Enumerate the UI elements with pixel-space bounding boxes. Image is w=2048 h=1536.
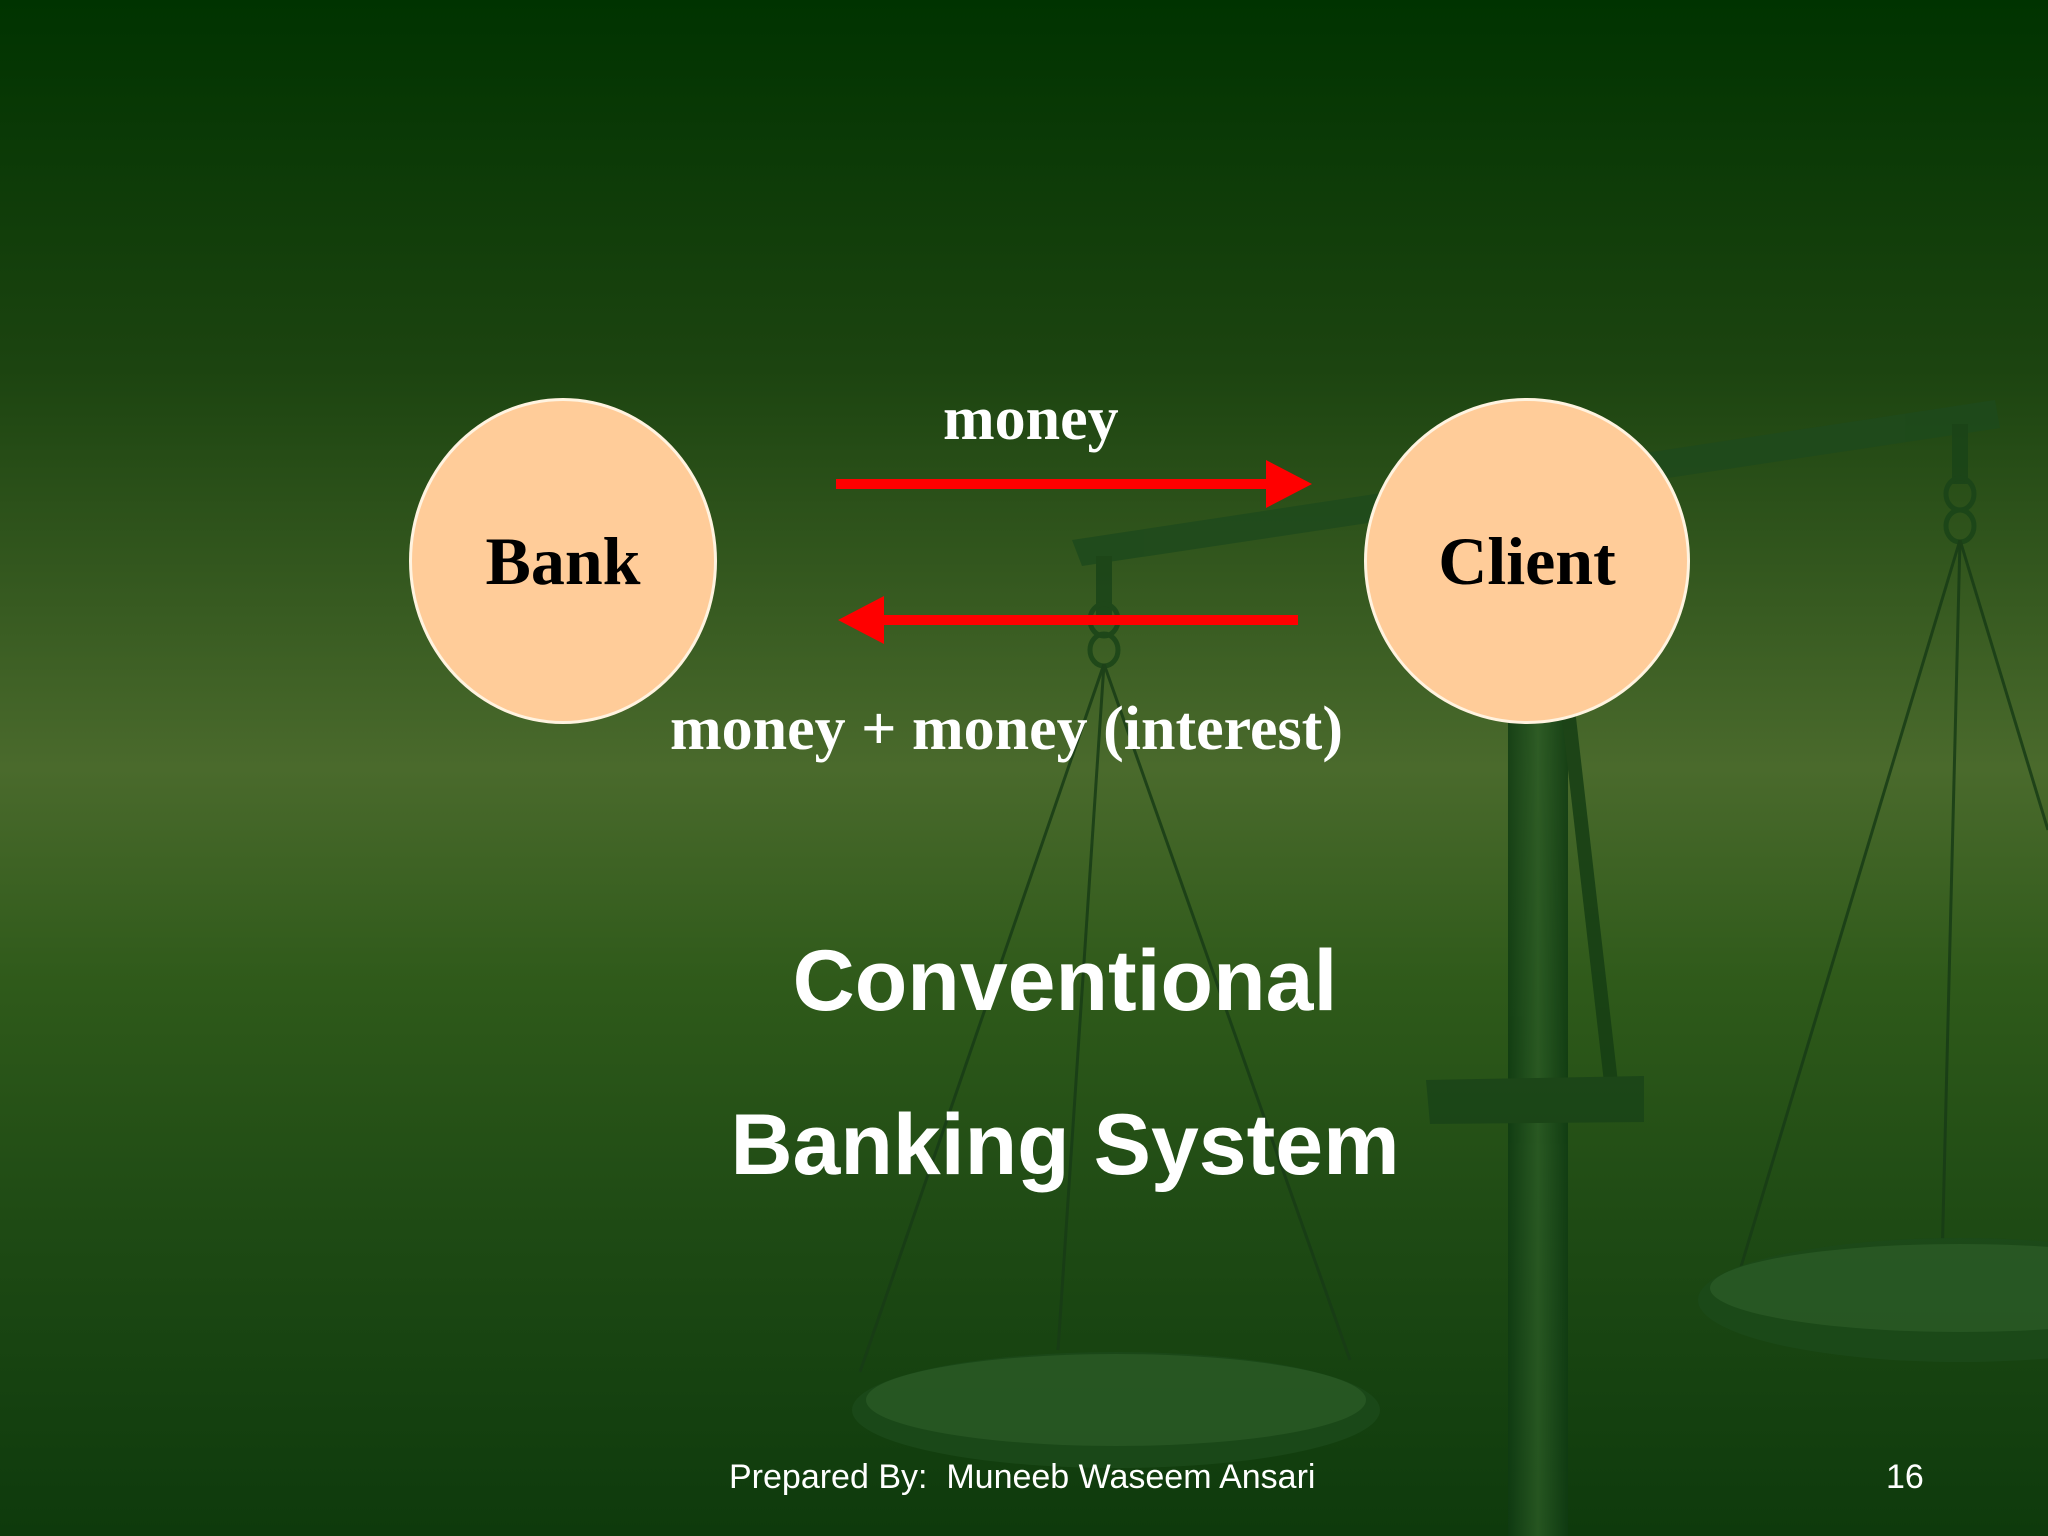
bank-node: Bank [409,398,717,724]
client-node: Client [1364,398,1690,724]
money-flow-label: money [943,385,1119,453]
client-node-label: Client [1438,522,1616,599]
bank-node-label: Bank [485,522,641,599]
slide-title-line-1: Conventional [792,933,1338,1029]
footer-prepared-by: Prepared By: Muneeb Waseem Ansari [729,1458,1316,1496]
slide-number: 16 [1886,1458,1924,1496]
slide-title-line-2: Banking System [730,1097,1400,1193]
repayment-flow-label: money + money (interest) [670,695,1343,763]
